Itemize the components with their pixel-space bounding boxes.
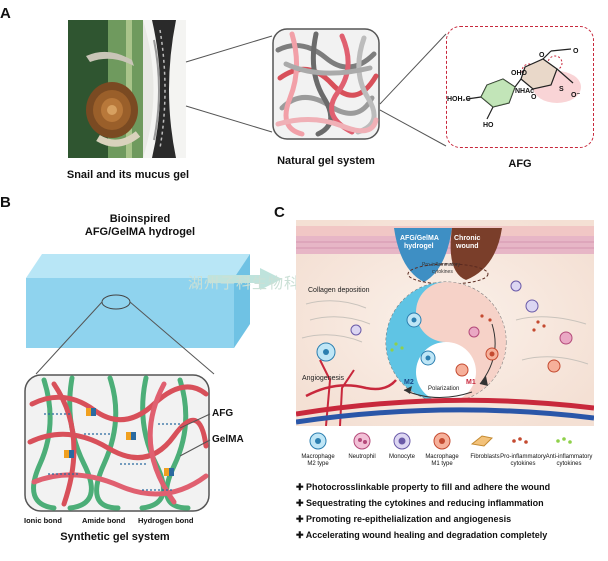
c-m2: M2 bbox=[404, 379, 414, 386]
bullet-item: ✚ Promoting re-epithelialization and ang… bbox=[296, 514, 596, 530]
bullet-text-2: Sequestrating the cytokines and reducing… bbox=[306, 498, 544, 508]
afg-molecule-structure: OHO NHAc HOH₂C HO O O O S O⁻ bbox=[447, 48, 581, 129]
wound-healing-scene: AFG/GelMA hydrogel Chronic wound Pro-inf… bbox=[296, 220, 594, 426]
natural-gel-caption: Natural gel system bbox=[277, 155, 375, 167]
afg-molecule-box: OHO NHAc HOH₂C HO O O O S O⁻ bbox=[446, 26, 594, 148]
legend-icons bbox=[309, 432, 572, 450]
synthetic-gel-box bbox=[24, 374, 210, 512]
mol-o2: O bbox=[573, 48, 579, 55]
bond-ionic: Ionic bond bbox=[24, 516, 62, 525]
bullet-item: ✚ Accelerating wound healing and degrada… bbox=[296, 530, 596, 546]
snail-illustration bbox=[68, 20, 186, 158]
c-wound-label-1: Chronic bbox=[454, 235, 481, 242]
legend-label-anti-cytokines-1: Anti-inflammatory bbox=[545, 454, 593, 460]
legend-label-m1-1: Macrophage bbox=[425, 454, 459, 460]
mol-ho: HO bbox=[483, 122, 494, 129]
legend-label-fibroblasts-1: Fibroblasts bbox=[470, 454, 500, 460]
mol-oho: OHO bbox=[511, 70, 528, 77]
legend-label-monocyte-1: Monocyte bbox=[388, 454, 415, 460]
legend-label-neutrophil: Neutrophil bbox=[342, 454, 382, 461]
arrow-b-to-c bbox=[208, 268, 282, 290]
afg-caption: AFG bbox=[508, 158, 532, 170]
c-angiogenesis: Angiogenesis bbox=[302, 375, 345, 382]
bullet-text-3: Promoting re-epithelialization and angio… bbox=[306, 514, 512, 524]
plus-icon: ✚ bbox=[296, 482, 307, 492]
panel-a-connectors bbox=[185, 33, 447, 147]
legend-label-neutrophil-1: Neutrophil bbox=[348, 454, 376, 460]
c-polarization: Polarization bbox=[428, 386, 459, 392]
legend-label-pro-cytokines-2: cytokines bbox=[510, 461, 536, 467]
plus-icon: ✚ bbox=[296, 530, 306, 540]
bond-hydrogen: Hydrogen bond bbox=[138, 516, 194, 525]
legend-label-m2-2: M2 type bbox=[307, 461, 329, 467]
mol-o3: O bbox=[531, 94, 537, 101]
legend-label-pro-cytokines-1: Pro-inflammatory bbox=[500, 454, 546, 460]
synthetic-gel-caption: Synthetic gel system bbox=[60, 531, 170, 543]
panel-b-zoom-lines bbox=[35, 301, 215, 375]
c-m1: M1 bbox=[466, 379, 476, 386]
legend-label-m1-2: M1 type bbox=[431, 461, 453, 467]
mol-o-minus: O⁻ bbox=[571, 92, 580, 99]
legend-icon-pro-cytokines bbox=[512, 437, 528, 444]
panel-letter-a: A bbox=[0, 5, 11, 22]
bond-amide: Amide bond bbox=[82, 516, 126, 525]
legend-label-fibroblasts: Fibroblasts bbox=[464, 454, 506, 461]
bullet-list: ✚ Photocrosslinkable property to fill an… bbox=[296, 482, 596, 546]
mol-hoh2c: HOH₂C bbox=[447, 96, 471, 103]
bullet-text-1: Photocrosslinkable property to fill and … bbox=[306, 482, 551, 492]
natural-gel-box bbox=[272, 28, 380, 140]
legend-label-monocyte: Monocyte bbox=[382, 454, 422, 461]
legend-icon-fibroblast bbox=[470, 435, 494, 447]
plus-icon: ✚ bbox=[296, 514, 307, 524]
panel-b-title-line1: Bioinspired bbox=[109, 213, 171, 225]
legend-icon-neutrophil bbox=[353, 432, 371, 450]
label-gelma: GelMA bbox=[212, 434, 244, 445]
legend-label-anti-cytokines-2: cytokines bbox=[556, 461, 582, 467]
c-hydrogel-label-1: AFG/GelMA bbox=[400, 235, 439, 242]
panel-b-title: Bioinspired AFG/GelMA hydrogel bbox=[60, 213, 220, 239]
bullet-text-4: Accelerating wound healing and degradati… bbox=[305, 530, 548, 540]
mol-nhac: NHAc bbox=[515, 88, 534, 95]
bullet-item: ✚ Sequestrating the cytokines and reduci… bbox=[296, 498, 596, 514]
label-afg: AFG bbox=[212, 408, 234, 419]
panel-letter-c: C bbox=[274, 204, 285, 221]
plus-icon: ✚ bbox=[296, 498, 307, 508]
c-wound-label-2: wound bbox=[455, 243, 479, 250]
mol-o1: O bbox=[539, 52, 545, 59]
bullet-item: ✚ Photocrosslinkable property to fill an… bbox=[296, 482, 596, 498]
panel-letter-b: B bbox=[0, 194, 11, 211]
c-hydrogel-label-2: hydrogel bbox=[404, 243, 434, 250]
snail-photo bbox=[68, 20, 186, 158]
panel-b-title-line2: AFG/GelMA hydrogel bbox=[84, 226, 196, 238]
snail-caption: Snail and its mucus gel bbox=[66, 169, 190, 181]
legend-label-m2-1: Macrophage bbox=[301, 454, 335, 460]
c-pro-cyto-2: cytokines bbox=[432, 269, 453, 275]
c-pro-cyto-1: Pro-inflammatory bbox=[422, 262, 461, 268]
c-collagen: Collagen deposition bbox=[308, 287, 370, 294]
legend-icon-anti-cytokines bbox=[556, 437, 572, 444]
b-label-leaders bbox=[180, 413, 211, 457]
mol-s: S bbox=[559, 86, 564, 93]
